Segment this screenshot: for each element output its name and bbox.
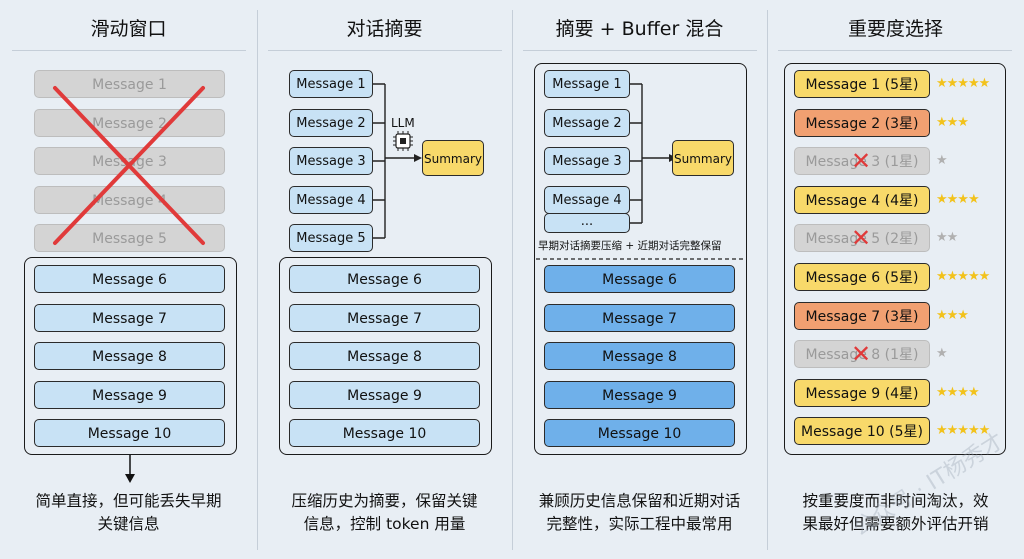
caption-line: 兼顾历史信息保留和近期对话: [538, 492, 741, 510]
dropped-message: Message 3: [34, 147, 225, 175]
kept-message: Message 7: [289, 304, 480, 332]
input-message: Message 1: [289, 70, 373, 98]
input-message: Message 2: [289, 109, 373, 137]
caption-line: 完整性，实际工程中最常用: [546, 515, 733, 533]
caption-line: 果最好但需要额外评估开销: [802, 515, 989, 533]
kept-message: Message 6: [544, 265, 735, 293]
panel-title: 对话摘要: [346, 18, 423, 40]
caption-line: 按重要度而非时间淘汰，效: [802, 492, 989, 510]
star-rating: ★★★★★: [936, 76, 990, 91]
kept-message: Message 9 (4星): [794, 378, 930, 407]
panel-hybrid: 摘要 + Buffer 混合 Message 1 Message 2 Messa…: [512, 0, 767, 559]
context-window-frame: [534, 63, 747, 455]
context-window-frame: [24, 257, 237, 455]
kept-message: Message 7 (3星): [794, 301, 930, 330]
title-underline: [12, 50, 246, 51]
merge-connector-lines: [373, 83, 422, 239]
input-message: Message 3: [289, 147, 373, 175]
dropped-message: Message 5: [34, 224, 225, 252]
red-cross-icon: ✕: [851, 340, 872, 369]
input-message: Message 4: [289, 186, 373, 214]
kept-message: Message 8: [34, 342, 225, 370]
star-rating: ★★: [936, 230, 958, 246]
caption-line: 简单直接，但可能丢失早期: [35, 492, 222, 510]
big-red-cross-icon: [53, 86, 205, 483]
title-underline: [268, 50, 502, 51]
summary-box: Summary: [422, 140, 484, 176]
dropped-message: Message 1: [34, 70, 225, 98]
title-underline: [778, 50, 1012, 51]
kept-message: Message 4 (4星): [794, 185, 930, 214]
panel-caption: 简单直接，但可能丢失早期 关键信息: [0, 490, 257, 536]
divider: [767, 10, 768, 550]
kept-message: Message 8: [289, 342, 480, 370]
panel-title: 重要度选择: [847, 18, 943, 40]
red-cross-icon: ✕: [851, 224, 872, 253]
kept-message: Message 6 (5星): [794, 263, 930, 291]
kept-message: Message 7: [34, 304, 225, 332]
divider: [512, 10, 513, 550]
panel-importance: 重要度选择 Message 1 (5星)★★★★★Message 2 (3星)★…: [767, 0, 1024, 559]
input-message: Message 1: [544, 70, 630, 98]
summary-box: Summary: [672, 140, 734, 176]
kept-message: Message 2 (3星): [794, 108, 930, 137]
kept-message: Message 8: [544, 342, 735, 370]
panel-caption: 按重要度而非时间淘汰，效 果最好但需要额外评估开销: [767, 490, 1024, 536]
kept-message: Message 10: [544, 419, 735, 447]
caption-line: 关键信息: [97, 515, 160, 533]
caption-line: 压缩历史为摘要，保留关键: [291, 492, 478, 510]
llm-label: LLM: [391, 116, 415, 130]
star-rating: ★★★★: [936, 191, 980, 207]
divider: [257, 10, 258, 550]
hybrid-note: 早期对话摘要压缩 + 近期对话完整保留: [538, 240, 722, 252]
kept-message: Message 9: [544, 381, 735, 409]
star-rating: ★★★: [936, 114, 969, 130]
dropped-message: Message 5 (2星): [794, 224, 930, 253]
kept-message: Message 1 (5星): [794, 70, 930, 98]
kept-message: Message 9: [289, 381, 480, 409]
panel-sliding-window: 滑动窗口 Message 1 Message 2 Message 3 Messa…: [0, 0, 257, 559]
dropped-message: Message 2: [34, 109, 225, 137]
panel-title: 摘要 + Buffer 混合: [555, 18, 724, 40]
panel-summary: 对话摘要 Message 1 Message 2 Message 3 Messa…: [257, 0, 512, 559]
context-window-frame: [784, 63, 1006, 455]
kept-message: Message 6: [34, 265, 225, 293]
star-rating: ★★★: [936, 307, 969, 323]
panel-caption: 压缩历史为摘要，保留关键 信息，控制 token 用量: [257, 490, 512, 536]
kept-message: Message 6: [289, 265, 480, 293]
dropped-message: Message 3 (1星): [794, 147, 930, 176]
star-rating: ★★★★★: [936, 269, 990, 284]
kept-message: Message 9: [34, 381, 225, 409]
kept-message: Message 10: [289, 419, 480, 447]
kept-message: Message 7: [544, 304, 735, 332]
input-message: Message 5: [289, 224, 373, 252]
panel-title: 滑动窗口: [90, 18, 167, 40]
kept-message: Message 10 (5星): [794, 417, 930, 446]
red-cross-icon: ✕: [851, 147, 872, 176]
star-rating: ★★★★★: [936, 423, 990, 439]
caption-line: 信息，控制 token 用量: [303, 515, 466, 533]
kept-message: Message 10: [34, 419, 225, 447]
dropped-message: Message 4: [34, 186, 225, 214]
input-message: Message 3: [544, 147, 630, 175]
input-message: Message 4: [544, 186, 630, 214]
title-underline: [523, 50, 757, 51]
panel-caption: 兼顾历史信息保留和近期对话 完整性，实际工程中最常用: [512, 490, 767, 536]
star-rating: ★★★★: [936, 384, 980, 400]
ellipsis-message: ...: [544, 213, 630, 233]
star-rating: ★: [936, 346, 948, 362]
dropped-message: Message 8 (1星): [794, 340, 930, 369]
input-message: Message 2: [544, 109, 630, 137]
context-window-frame: [279, 257, 492, 455]
star-rating: ★: [936, 153, 948, 169]
